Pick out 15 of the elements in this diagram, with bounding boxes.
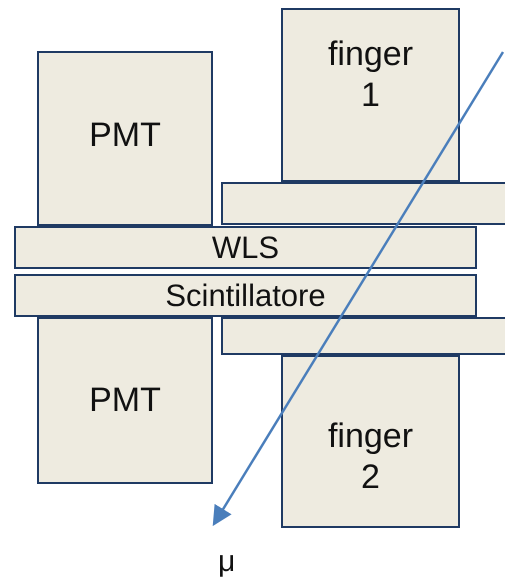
component-box	[281, 8, 460, 182]
component-label: PMT	[89, 380, 161, 421]
particle-label: μ	[218, 545, 236, 579]
component-box	[37, 51, 213, 226]
component-label: PMT	[89, 115, 161, 156]
bar-block	[221, 182, 505, 225]
component-box	[14, 226, 477, 269]
component-label: finger 1	[326, 34, 414, 116]
bar-block	[221, 317, 505, 355]
component-label: WLS	[212, 228, 280, 266]
component-box	[14, 274, 477, 317]
component-label: finger 2	[326, 416, 414, 498]
component-box	[281, 355, 460, 528]
component-label: Scintillatore	[165, 276, 326, 314]
component-box	[37, 317, 213, 484]
